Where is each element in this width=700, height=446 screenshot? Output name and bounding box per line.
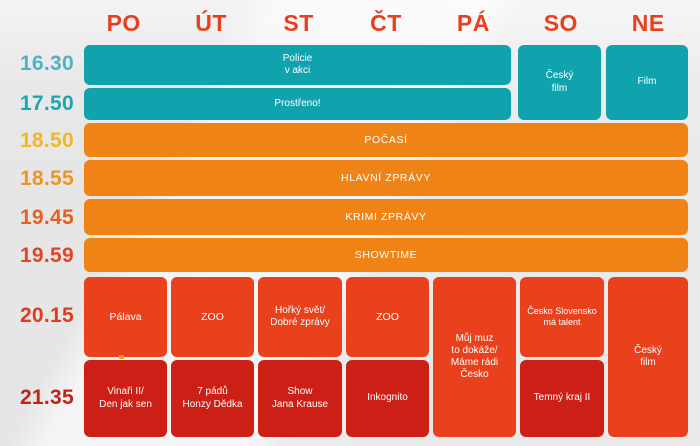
program-block[interactable]: Český film: [518, 45, 601, 120]
program-title: Inkognito: [367, 392, 408, 404]
program-block[interactable]: HLAVNÍ ZPRÁVY: [84, 160, 688, 196]
program-block[interactable]: Inkognito: [346, 360, 429, 437]
program-title: Show Jana Krause: [271, 386, 329, 410]
program-block[interactable]: ZOO: [346, 277, 429, 357]
program-title: SHOWTIME: [354, 248, 418, 261]
program-block[interactable]: Vinaři II/ Den jak sen: [84, 360, 167, 437]
program-block[interactable]: Film: [606, 45, 688, 120]
time-label-19-45: 19.45: [19, 206, 74, 229]
program-block[interactable]: 7 pádů Honzy Dědka: [171, 360, 254, 437]
day-header-row: PO ÚT ST ČT PÁ SO NE: [80, 6, 692, 40]
program-title: HLAVNÍ ZPRÁVY: [341, 171, 431, 184]
program-title: POČASÍ: [364, 133, 408, 146]
day-header-pá[interactable]: PÁ: [456, 10, 490, 36]
day-header-čt[interactable]: ČT: [370, 10, 402, 36]
program-block[interactable]: Show Jana Krause: [258, 360, 342, 437]
program-title: Česko Slovensko má talent: [527, 306, 597, 327]
day-header-ne[interactable]: NE: [631, 10, 665, 36]
time-label-16-30: 16.30: [19, 52, 74, 75]
time-label-19-59: 19.59: [19, 244, 74, 267]
program-title: ZOO: [201, 310, 224, 323]
day-header-st[interactable]: ST: [283, 10, 314, 36]
program-title: 7 pádů Honzy Dědka: [182, 386, 243, 410]
program-block[interactable]: SHOWTIME: [84, 238, 688, 272]
program-block[interactable]: POČASÍ: [84, 123, 688, 157]
time-label-20-15: 20.15: [19, 304, 74, 327]
program-title: Film: [637, 76, 657, 88]
time-rail: 16.30 17.50 18.50 18.55 19.45 19.59 20.15 21.35: [0, 0, 80, 446]
time-label-18-55: 18.55: [19, 167, 74, 190]
time-label-18-50: 18.50: [19, 129, 74, 152]
program-title: Vinaři II/ Den jak sen: [99, 386, 152, 410]
program-block[interactable]: Hořký svět/ Dobré zprávy: [258, 277, 342, 357]
program-title: Český film: [545, 70, 574, 94]
day-header-so[interactable]: SO: [543, 10, 578, 36]
time-label-21-35: 21.35: [19, 386, 74, 409]
time-label-17-50: 17.50: [19, 92, 74, 115]
grid-artifact-dot: [119, 355, 124, 359]
program-title: Policie v akci: [282, 52, 313, 76]
program-title: ZOO: [376, 310, 399, 323]
program-block[interactable]: KRIMI ZPRÁVY: [84, 199, 688, 235]
program-title: Prostřeno!: [274, 97, 321, 109]
program-block[interactable]: Česko Slovensko má talent: [520, 277, 604, 357]
day-header-po[interactable]: PO: [106, 10, 141, 36]
program-block[interactable]: Pálava: [84, 277, 167, 357]
program-block[interactable]: Policie v akci: [84, 45, 511, 85]
program-title: Hořký svět/ Dobré zprávy: [270, 304, 330, 328]
day-header-út[interactable]: ÚT: [195, 10, 227, 36]
program-title: Temný kraj II: [533, 392, 591, 404]
program-block[interactable]: Temný kraj II: [520, 360, 604, 437]
program-title: KRIMI ZPRÁVY: [345, 210, 427, 223]
program-block[interactable]: ZOO: [171, 277, 254, 357]
program-title: Pálava: [109, 310, 142, 323]
program-title: Český film: [634, 344, 662, 368]
program-block[interactable]: Prostřeno!: [84, 88, 511, 120]
program-block[interactable]: Český film: [608, 277, 688, 437]
program-block[interactable]: Můj muz to dokáže/ Máme rádi Česko: [433, 277, 516, 437]
program-title: Můj muz to dokáže/ Máme rádi Česko: [450, 332, 499, 381]
